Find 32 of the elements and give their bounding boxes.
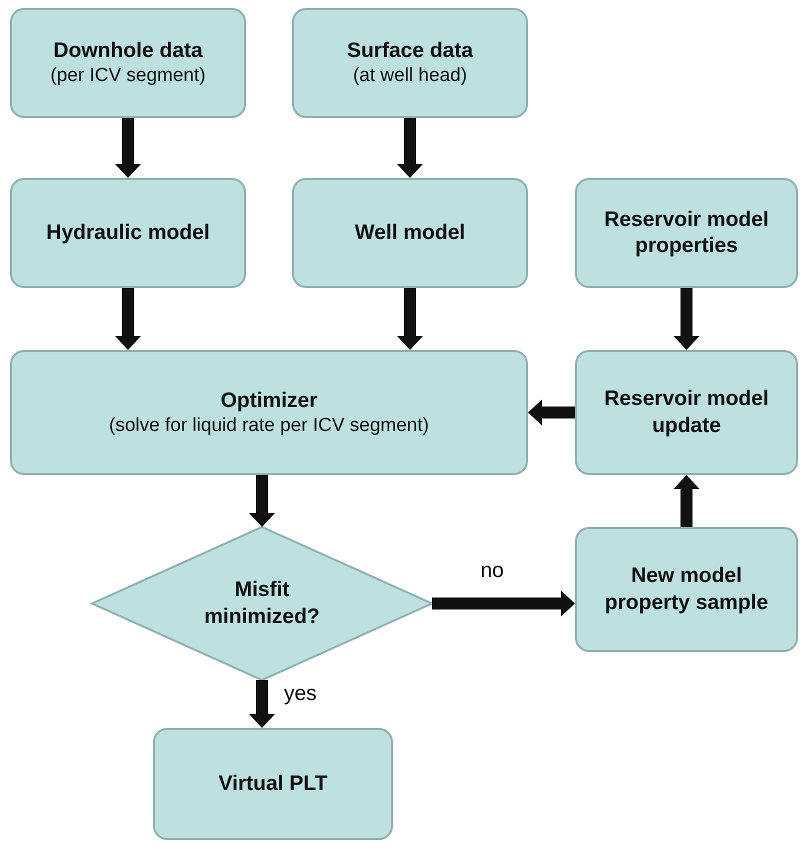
arrow [115,288,141,350]
node-title: Hydraulic model [46,220,210,246]
process-box [575,527,798,652]
node-title: Reservoir model properties [603,206,770,259]
node-title: Well model [354,220,466,246]
arrow [528,400,575,426]
process-box [10,350,528,475]
process-box [153,728,393,840]
node-subtitle: (at well head) [352,64,468,88]
arrow [249,680,275,728]
process-box [292,178,528,288]
process-box [575,350,798,475]
node-title: New model property sample [604,563,770,616]
process-box [575,178,798,288]
node-title: Surface data [346,38,474,64]
process-box [10,178,246,288]
arrow [115,118,141,178]
node-title: Downhole data [53,38,203,64]
arrow [674,288,700,350]
node-title: Reservoir model update [603,386,770,438]
process-box [292,8,528,118]
arrow [397,118,423,178]
node-title: Optimizer [220,388,318,414]
node-title: Misfit minimized? [203,577,321,630]
node-subtitle: (per ICV segment) [50,64,206,88]
arrow [249,475,275,527]
node-title: Virtual PLT [218,770,328,797]
arrow [397,288,423,350]
arrow [432,590,575,616]
process-box [10,8,246,118]
node-subtitle: (solve for liquid rate per ICV segment) [109,414,429,438]
arrow [674,475,700,527]
